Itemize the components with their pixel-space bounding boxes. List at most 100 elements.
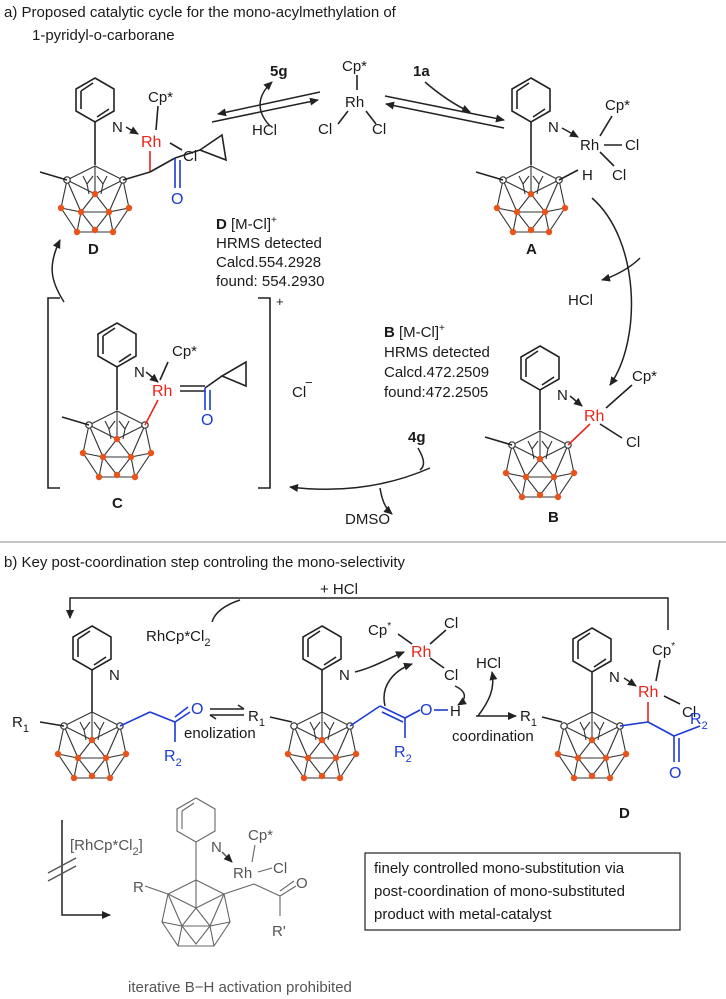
svg-text:R2: R2 — [394, 744, 412, 765]
prohibited-pathway: [RhCp*Cl2] — [47, 820, 143, 919]
svg-text:R1: R1 — [520, 708, 537, 729]
svg-text:R2: R2 — [164, 748, 182, 769]
label-hcl-b: HCl — [476, 655, 501, 672]
label-1a: 1a — [413, 63, 430, 80]
svg-text:H: H — [582, 167, 593, 184]
complex-a: N Rh Cp* Cl Cl H — [475, 77, 639, 236]
svg-text:Rh: Rh — [233, 865, 252, 882]
svg-text:Cp*: Cp* — [148, 89, 173, 106]
complex-d: N Rh Cp* Cl O — [39, 77, 228, 236]
svg-text:product with metal-catalyst: product with metal-catalyst — [374, 906, 552, 923]
svg-text:Cp*: Cp* — [652, 641, 675, 659]
arrow-d-to-cat — [211, 97, 319, 123]
svg-text:Cp*: Cp* — [605, 97, 630, 114]
svg-text:Rh: Rh — [152, 383, 172, 400]
svg-text:Rh: Rh — [411, 644, 431, 661]
svg-text:[RhCp*Cl2]: [RhCp*Cl2] — [70, 837, 143, 858]
svg-text:Cl: Cl — [292, 384, 306, 401]
svg-text:HRMS detected: HRMS detected — [216, 235, 322, 252]
svg-text:−: − — [305, 375, 313, 390]
product-d: R1 N Rh Cp* Cl R2 O — [520, 627, 708, 782]
label-plus-hcl: + HCl — [320, 581, 358, 598]
svg-text:B [M-Cl]+: B [M-Cl]+ — [384, 323, 445, 341]
svg-text:N: N — [109, 667, 120, 684]
svg-text:Calcd.472.2509: Calcd.472.2509 — [384, 364, 489, 381]
label-hcl-top: HCl — [252, 122, 277, 139]
svg-text:O: O — [201, 412, 213, 429]
bottom-complex: N R Rh Cp* Cl O R' — [133, 797, 308, 947]
svg-text:Calcd.554.2928: Calcd.554.2928 — [216, 254, 321, 271]
enol-intermediate: R1 N O H R2 Cp* Rh Cl Cl — [248, 615, 467, 782]
label-c: C — [112, 495, 123, 512]
svg-text:post-coordination of mono-subs: post-coordination of mono-substituted — [374, 883, 625, 900]
svg-text:Rh: Rh — [638, 684, 658, 701]
svg-text:Cp*: Cp* — [342, 58, 367, 75]
svg-text:Cl: Cl — [372, 121, 386, 138]
complex-b: N Rh Cp* Cl — [484, 345, 657, 501]
arrow-add-4g — [417, 447, 425, 471]
svg-text:+: + — [276, 294, 284, 309]
svg-text:N: N — [339, 667, 350, 684]
svg-text:Cp*: Cp* — [368, 621, 391, 639]
arrow-cat-to-d — [217, 91, 321, 117]
svg-text:Cl: Cl — [612, 167, 626, 184]
svg-text:O: O — [171, 191, 183, 208]
svg-text:R: R — [133, 879, 144, 896]
svg-text:Cl: Cl — [318, 121, 332, 138]
svg-text:Rh: Rh — [584, 408, 604, 425]
arrow-release-hcl-b — [477, 671, 498, 717]
svg-text:N: N — [112, 119, 123, 136]
label-d: D — [88, 241, 99, 258]
svg-text:R1: R1 — [12, 714, 29, 735]
svg-text:R1: R1 — [248, 708, 265, 729]
svg-text:enolization: enolization — [184, 725, 256, 742]
svg-text:R': R' — [272, 923, 286, 940]
label-d-b: D — [619, 805, 630, 822]
svg-text:N: N — [609, 669, 620, 686]
label-coordination: coordination — [452, 728, 534, 745]
svg-text:N: N — [548, 119, 559, 136]
svg-text:N: N — [134, 364, 145, 381]
bottom-caption: iterative B−H activation prohibited — [128, 979, 352, 996]
info-box: finely controlled mono-substitution via … — [364, 852, 681, 931]
complex-c: + Cl − N Rh Cp* O — [47, 294, 313, 489]
svg-text:found: 554.2930: found: 554.2930 — [216, 273, 324, 290]
arrow-a-to-cat — [385, 101, 505, 129]
arrow-return-hcl — [66, 597, 669, 630]
section-a-title-line1: a) Proposed catalytic cycle for the mono… — [4, 4, 397, 21]
arrow-c-to-d — [51, 239, 65, 303]
ketone-compound: N R1 O R2 — [12, 625, 203, 782]
svg-text:Cl: Cl — [273, 860, 287, 877]
svg-text:Cl: Cl — [625, 137, 639, 154]
svg-text:HRMS detected: HRMS detected — [384, 344, 490, 361]
catalyst-rhcp-cl2: Cp* Rh Cl Cl — [318, 58, 386, 138]
arrow-add-1a — [424, 81, 471, 113]
arrow-release-dmso — [379, 487, 393, 515]
svg-text:N: N — [557, 387, 568, 404]
section-a-title-line2: 1-pyridyl-o-carborane — [32, 27, 175, 44]
svg-text:Cp*: Cp* — [172, 343, 197, 360]
arrow-release-hcl — [601, 257, 641, 282]
svg-text:Rh: Rh — [141, 134, 161, 151]
label-a: A — [526, 241, 537, 258]
svg-text:Cl: Cl — [444, 667, 458, 684]
svg-text:R2: R2 — [690, 711, 708, 732]
svg-text:Rh: Rh — [580, 137, 599, 154]
svg-text:H: H — [450, 703, 461, 720]
svg-text:Cp*: Cp* — [248, 827, 273, 844]
svg-text:O: O — [191, 701, 203, 718]
enolization-equilibrium: enolization — [184, 704, 256, 742]
label-b: B — [548, 509, 559, 526]
svg-text:N: N — [211, 839, 222, 856]
svg-text:found:472.2505: found:472.2505 — [384, 384, 488, 401]
label-5g: 5g — [270, 63, 288, 80]
section-b-title: b) Key post-coordination step controling… — [4, 554, 406, 571]
arrow-b-to-c — [289, 467, 431, 492]
label-4g: 4g — [408, 429, 426, 446]
svg-text:Cp*: Cp* — [632, 368, 657, 385]
hrms-b-note: B [M-Cl]+ HRMS detected Calcd.472.2509 f… — [384, 323, 490, 401]
svg-text:D [M-Cl]+: D [M-Cl]+ — [216, 215, 277, 233]
arrow-release-rhcp — [211, 599, 241, 623]
svg-text:Cl: Cl — [183, 148, 197, 165]
